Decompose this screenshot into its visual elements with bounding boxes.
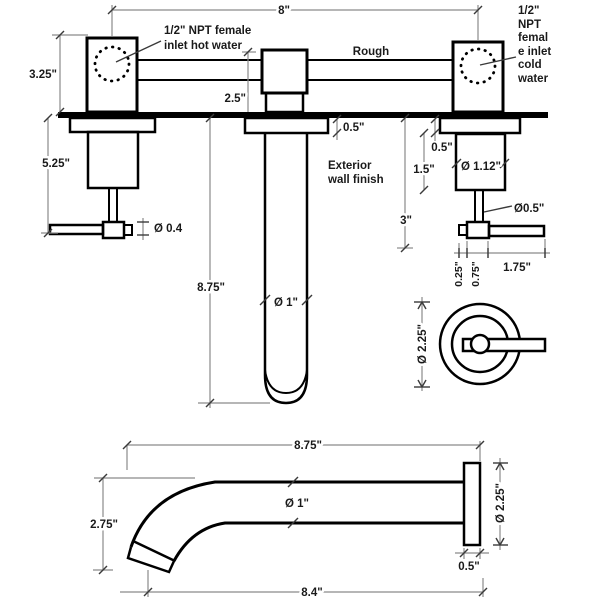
handle-hub-top-view (469, 333, 491, 355)
dim-body-length: 1.5" (411, 128, 437, 195)
front-view: 8" 1/2" NPT female inlet hot water 1/2" … (27, 3, 551, 408)
dim-tube-dia-label: Ø 1" (285, 498, 309, 510)
dim-spread-label: 8" (278, 5, 290, 17)
dim-overall-reach-label: 8.4" (301, 587, 322, 599)
dim-drop-label: 2.75" (90, 519, 118, 531)
dim-valve-drop-label: 5.25" (42, 158, 70, 170)
spout-side-view: 8.75" Ø 1" 2.75" Ø 2.25" (88, 438, 510, 600)
handle-top-view: Ø 2.25" (414, 297, 547, 391)
spout-wall-flange (462, 461, 482, 547)
cold-inlet-note-line4: e inlet (518, 46, 551, 58)
dim-valve-drop: 5.25" (40, 113, 72, 238)
dim-escutcheon-dia-label: Ø 2.25" (417, 324, 429, 364)
dim-reach-label: 8.75" (294, 440, 322, 452)
dim-wall-flange-label: 0.5" (343, 122, 364, 134)
dim-spread: 8" (107, 3, 483, 40)
supply-pipes (137, 59, 453, 81)
dim-drop: 2.75" (88, 473, 195, 575)
cold-inlet-port (459, 47, 497, 85)
dim-body-dia-label: Ø 1.12" (461, 161, 501, 173)
dim-spout-dia-front: Ø 1" (259, 295, 313, 312)
dim-stem-dia-label: Ø0.5" (514, 203, 544, 215)
dim-spout-length-label: 8.75" (197, 282, 225, 294)
dim-flange-dia: Ø 2.25" (493, 458, 510, 550)
dim-handle-offset-label: 3" (400, 215, 412, 227)
hot-inlet-port (93, 45, 131, 83)
hot-valve (48, 36, 157, 240)
dim-flange-dia-label: Ø 2.25" (495, 483, 507, 523)
dim-handle-offset: 3" (397, 113, 414, 253)
dim-flange-thickness-right-label: 0.5" (431, 142, 452, 154)
dim-rough-depth: 2.5" (222, 47, 256, 112)
dim-flange-thickness-right: 0.5" (430, 114, 453, 154)
cold-inlet-note-line1: 1/2" (518, 5, 539, 17)
cold-inlet-note-line5: cold (518, 59, 542, 71)
cold-inlet-note-line2: NPT (518, 19, 541, 31)
dim-overall-reach: 8.4" (120, 570, 488, 600)
dim-lever-dia: Ø 0.4 (137, 218, 183, 240)
spout-profile (126, 461, 482, 574)
wall-note-line1: Exterior (328, 160, 372, 172)
rough-label: Rough (353, 46, 389, 58)
dim-lever-len-label: 1.75" (503, 262, 531, 274)
wall-finish-note: Exterior wall finish (327, 160, 384, 186)
dim-flange-thickness-side-label: 0.5" (458, 561, 479, 573)
cold-inlet-note-line3: femal (518, 32, 548, 44)
hot-handle-lever (48, 223, 105, 236)
dim-stem-dia: Ø0.5" (483, 203, 544, 215)
dim-valve-height: 3.25" (27, 30, 88, 117)
dim-flange-thickness-side: 0.5" (455, 548, 489, 573)
cold-inlet-note: 1/2" NPT femal e inlet cold water (479, 5, 551, 85)
cold-handle-lever (487, 224, 546, 238)
cold-valve (438, 40, 546, 240)
dim-reach: 8.75" (122, 438, 485, 470)
dim-lever-dia-label: Ø 0.4 (154, 223, 183, 235)
dim-hub-label: 0.75" (470, 261, 482, 286)
wall-note-line2: wall finish (327, 174, 384, 186)
wall-line (58, 112, 548, 118)
hot-inlet-note-line1: 1/2" NPT female (164, 25, 251, 37)
dim-nib-label: 0.25" (453, 261, 465, 286)
hot-inlet-note: 1/2" NPT female inlet hot water (115, 25, 251, 63)
dim-rough-depth-label: 2.5" (225, 93, 246, 105)
hot-inlet-note-line2: inlet hot water (164, 40, 242, 52)
dim-handle-chain: 0.25" 0.75" 1.75" (453, 239, 550, 287)
dim-escutcheon-dia: Ø 2.25" (414, 297, 432, 391)
dim-wall-flange: 0.5" (332, 114, 364, 140)
dim-body-length-label: 1.5" (413, 164, 434, 176)
dim-tube-dia: Ø 1" (283, 476, 312, 529)
dim-valve-height-label: 3.25" (29, 69, 57, 81)
spout-front (243, 48, 330, 405)
cold-inlet-note-line6: water (517, 73, 549, 85)
dim-body-dia: Ø 1.12" (451, 159, 510, 176)
dim-spout-dia-label: Ø 1" (274, 297, 298, 309)
dim-spout-length: 8.75" (195, 113, 270, 408)
